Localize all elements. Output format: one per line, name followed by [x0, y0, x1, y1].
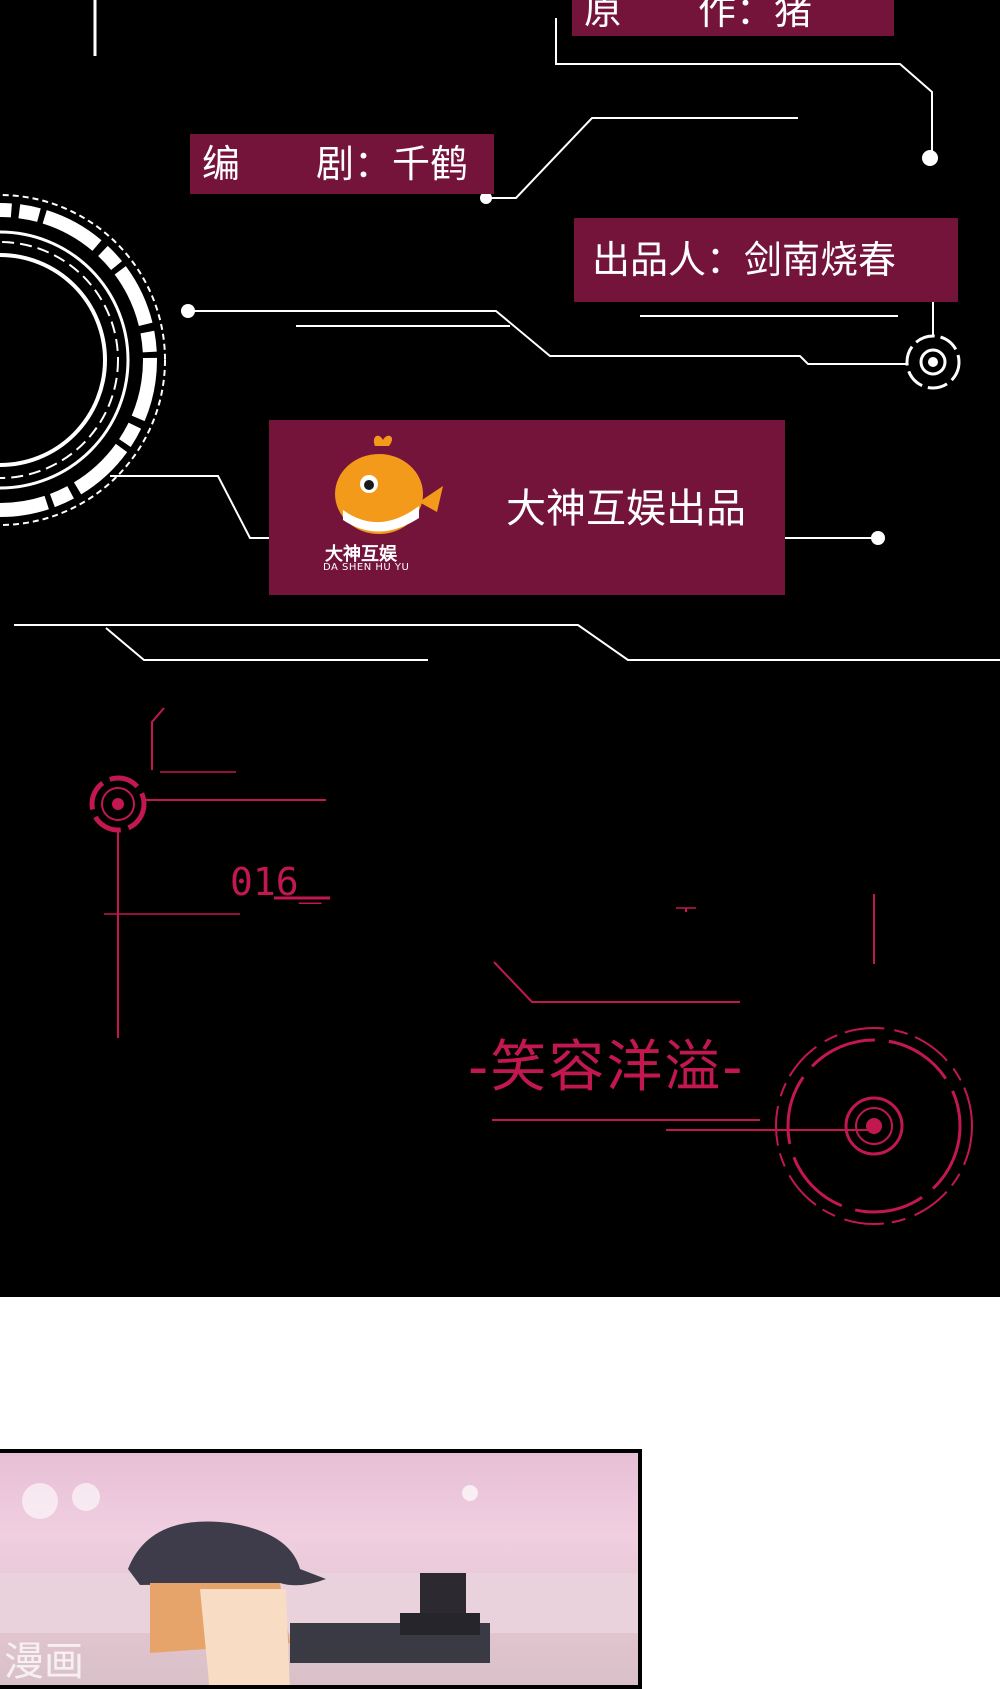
producer-credit: 出品人：剑南烧春 [574, 218, 958, 302]
hud-decoration [0, 0, 1000, 1225]
logo-en-text: DA SHEN HU YU [323, 562, 410, 573]
comic-panel: 漫画 [0, 1449, 642, 1689]
screenwriter-credit: 编 剧：千鹤 [190, 134, 494, 194]
original-author-credit: 原 作：猪 [572, 0, 894, 36]
logo-cn-text: 大神互娱 [325, 544, 397, 565]
brand-name: 大神互娱出品 [506, 486, 746, 532]
red-target-large [775, 1027, 973, 1225]
left-ring-graphic [0, 194, 166, 526]
title-page: 原 作：猪 编 剧：千鹤 出品人：剑南烧春 大神互娱 DA SHEN HU YU… [0, 0, 1000, 1297]
whale-logo-icon [335, 435, 443, 534]
watermark-text: 漫画 [4, 1639, 84, 1685]
chapter-title: -笑容洋溢- [468, 1035, 745, 1100]
chapter-number: 016_ [230, 860, 322, 904]
character-illustration [22, 1483, 490, 1685]
brand-box: 大神互娱 DA SHEN HU YU 大神互娱出品 [269, 420, 785, 595]
